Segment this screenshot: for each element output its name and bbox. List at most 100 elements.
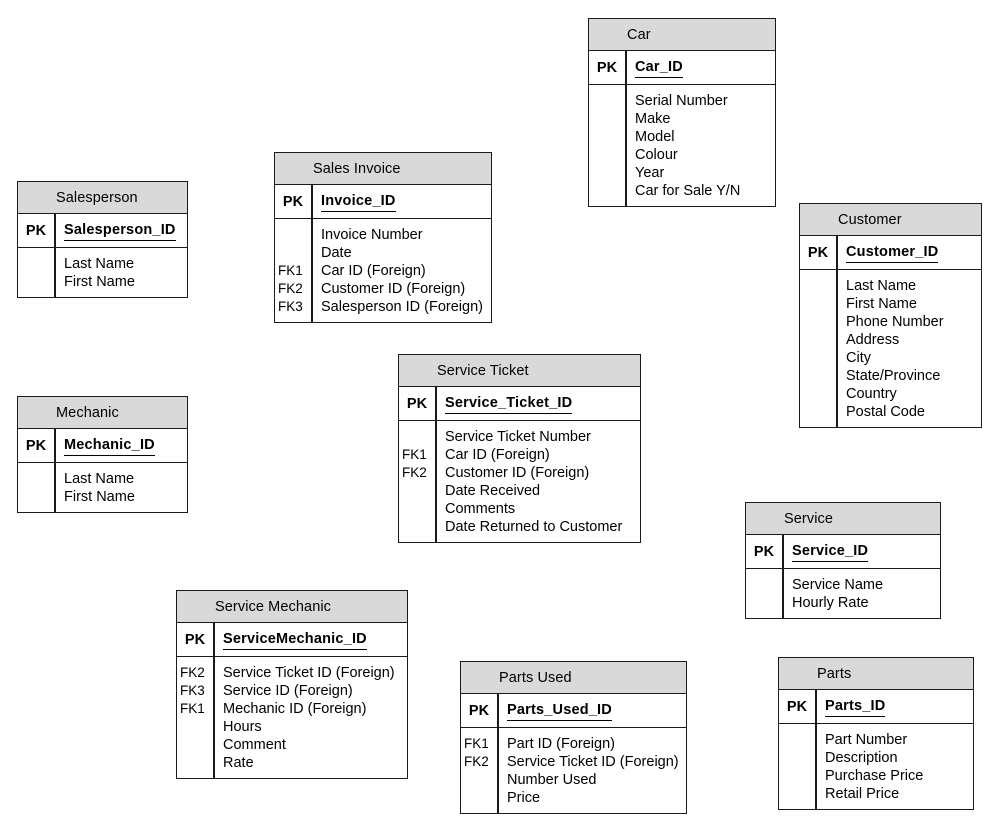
- attribute-label: First Name: [64, 274, 135, 290]
- attribute-row: Year: [589, 164, 775, 182]
- attribute-row: Service Ticket Number: [399, 428, 640, 446]
- primary-key-row: PK Mechanic_ID: [18, 429, 187, 463]
- primary-key-row: PK ServiceMechanic_ID: [177, 623, 407, 657]
- primary-key-row: PK Car_ID: [589, 51, 775, 85]
- table-title: Sales Invoice: [275, 153, 491, 185]
- attribute-label: First Name: [64, 489, 135, 505]
- attribute-label: Number Used: [507, 772, 597, 788]
- fk-label: [746, 576, 782, 594]
- primary-key-row: PK Service_Ticket_ID: [399, 387, 640, 421]
- attribute-label: Address: [846, 332, 900, 348]
- pk-field-name: Service_ID: [792, 543, 869, 562]
- attribute-row: Hours: [177, 718, 407, 736]
- fk-label: [800, 331, 836, 349]
- attribute-label: Last Name: [64, 471, 135, 487]
- attribute-label: Invoice Number: [321, 227, 423, 243]
- attribute-row: Model: [589, 128, 775, 146]
- attribute-row: FK3 Service ID (Foreign): [177, 682, 407, 700]
- pk-field: Mechanic_ID: [54, 436, 155, 456]
- fk-label: [177, 754, 213, 772]
- attribute-row: First Name: [18, 273, 187, 291]
- attribute-row: Date Returned to Customer: [399, 518, 640, 536]
- attribute-label: Service Ticket ID (Foreign): [223, 665, 395, 681]
- fk-label: FK2: [278, 281, 303, 296]
- attribute-row: Postal Code: [800, 403, 981, 421]
- attribute-list: FK2 Service Ticket ID (Foreign) FK3 Service…: [177, 657, 407, 778]
- fk-label: [800, 385, 836, 403]
- fk-label: [779, 731, 815, 749]
- fk-label: [399, 518, 435, 536]
- fk-label: [275, 244, 311, 262]
- attribute-row: State/Province: [800, 367, 981, 385]
- fk-label: [275, 226, 311, 244]
- attribute-label: Service Name: [792, 577, 884, 593]
- pk-label: PK: [786, 698, 808, 715]
- pk-field-name: Parts_ID: [825, 698, 886, 717]
- table-title: Parts: [779, 658, 973, 690]
- fk-label: [18, 470, 54, 488]
- attribute-label: Service ID (Foreign): [223, 683, 353, 699]
- attribute-label: Country: [846, 386, 897, 402]
- attribute-row: Retail Price: [779, 785, 973, 803]
- attribute-label: City: [846, 350, 871, 366]
- fk-label: [589, 128, 625, 146]
- fk-label: FK1: [464, 736, 489, 751]
- attribute-label: Last Name: [64, 256, 135, 272]
- attribute-label: Rate: [223, 755, 254, 771]
- attribute-row: Number Used: [461, 771, 686, 789]
- attribute-row: City: [800, 349, 981, 367]
- fk-label: [800, 403, 836, 421]
- pk-label: PK: [807, 244, 829, 261]
- pk-label: PK: [406, 395, 428, 412]
- attribute-row: Phone Number: [800, 313, 981, 331]
- attribute-label: Car ID (Foreign): [321, 263, 426, 279]
- pk-field: Car_ID: [625, 58, 683, 78]
- primary-key-row: PK Service_ID: [746, 535, 940, 569]
- attribute-row: FK1 Car ID (Foreign): [399, 446, 640, 464]
- fk-label: FK3: [278, 299, 303, 314]
- attribute-label: Date Received: [445, 483, 541, 499]
- fk-label: FK3: [180, 683, 205, 698]
- attribute-label: Last Name: [846, 278, 917, 294]
- attribute-row: Date Received: [399, 482, 640, 500]
- pk-field: Service_Ticket_ID: [435, 394, 573, 414]
- fk-label: [18, 255, 54, 273]
- attribute-label: Customer ID (Foreign): [321, 281, 466, 297]
- attribute-label: Year: [635, 165, 665, 181]
- attribute-row: Car for Sale Y/N: [589, 182, 775, 200]
- attribute-label: First Name: [846, 296, 917, 312]
- attribute-label: Part Number: [825, 732, 908, 748]
- fk-label: [779, 785, 815, 803]
- attribute-row: Last Name: [800, 277, 981, 295]
- attribute-row: Colour: [589, 146, 775, 164]
- attribute-label: Comment: [223, 737, 286, 753]
- primary-key-row: PK Parts_Used_ID: [461, 694, 686, 728]
- fk-label: [177, 718, 213, 736]
- fk-label: [177, 736, 213, 754]
- attribute-label: Part ID (Foreign): [507, 736, 615, 752]
- attribute-row: Serial Number: [589, 92, 775, 110]
- attribute-label: Car ID (Foreign): [445, 447, 550, 463]
- pk-field-name: Car_ID: [635, 59, 683, 78]
- attribute-label: Phone Number: [846, 314, 944, 330]
- fk-label: FK1: [402, 447, 427, 462]
- table-title: Customer: [800, 204, 981, 236]
- table-title: Service: [746, 503, 940, 535]
- pk-field-name: ServiceMechanic_ID: [223, 631, 367, 650]
- pk-field: Parts_Used_ID: [497, 701, 612, 721]
- attribute-row: Part Number: [779, 731, 973, 749]
- attribute-row: Description: [779, 749, 973, 767]
- fk-label: [779, 749, 815, 767]
- fk-label: [18, 273, 54, 291]
- fk-label: [589, 92, 625, 110]
- attribute-row: Date: [275, 244, 491, 262]
- fk-label: [746, 594, 782, 612]
- fk-label: [461, 771, 497, 789]
- fk-label: FK2: [180, 665, 205, 680]
